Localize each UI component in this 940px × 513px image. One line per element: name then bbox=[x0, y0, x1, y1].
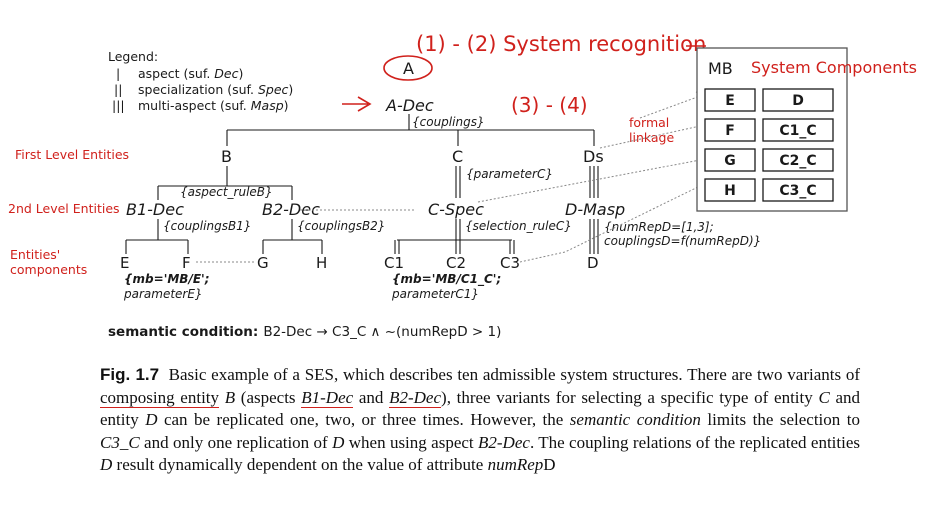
components-label-1: Entities' bbox=[10, 247, 60, 262]
legend-sym-aspect: | bbox=[116, 66, 120, 81]
second-level-label: 2nd Level Entities bbox=[8, 201, 120, 216]
node-h: H bbox=[316, 254, 327, 272]
c-selection-rule: {selection_ruleC} bbox=[465, 219, 572, 233]
mb-cell-c2c bbox=[762, 148, 834, 172]
legend-sym-spec: || bbox=[114, 82, 122, 97]
mb-cell-e bbox=[704, 88, 756, 112]
mb-cell-h-text: H bbox=[724, 183, 736, 199]
mb-cell-d bbox=[762, 88, 834, 112]
node-f: F bbox=[182, 254, 191, 272]
legend-sym-masp: ||| bbox=[112, 98, 125, 113]
d-couplings: couplingsD=f(numRepD)} bbox=[604, 234, 761, 248]
mb-cell-c3c-text: C3_C bbox=[779, 183, 816, 199]
b1-couplings: {couplingsB1} bbox=[163, 219, 251, 233]
node-d: D bbox=[587, 254, 599, 272]
mb-cell-g bbox=[704, 148, 756, 172]
legend-item-masp: multi-aspect (suf. Masp) bbox=[138, 98, 289, 113]
b-aspect-rule: {aspect_ruleB} bbox=[180, 185, 273, 199]
mb-cell-c1c-text: C1_C bbox=[779, 123, 816, 139]
mb-panel: MB System Components E D F C1_C G C2_C H… bbox=[696, 47, 917, 212]
node-ds: Ds bbox=[583, 147, 604, 166]
mb-cell-c2c-text: C2_C bbox=[779, 153, 816, 169]
mb-cell-h bbox=[704, 178, 756, 202]
legend: Legend: | aspect (suf. Dec) || specializ… bbox=[108, 49, 293, 113]
mb-cell-g-text: G bbox=[724, 153, 736, 169]
mb-cell-f bbox=[704, 118, 756, 142]
figure-number: Fig. 1.7 bbox=[100, 365, 160, 384]
steps-3-4-label: (3) - (4) bbox=[511, 93, 588, 117]
node-d-masp: D-Masp bbox=[565, 200, 625, 219]
system-recognition-label: (1) - (2) System recognition bbox=[416, 32, 706, 56]
e-parameter: parameterE} bbox=[123, 287, 203, 301]
first-level-label: First Level Entities bbox=[15, 147, 129, 162]
d-numrep: {numRepD=[1,3]; bbox=[604, 220, 714, 234]
formal-linkages bbox=[196, 91, 706, 263]
node-c-spec: C-Spec bbox=[428, 200, 484, 219]
node-c: C bbox=[452, 147, 463, 166]
c-parameter: {parameterC} bbox=[466, 167, 553, 181]
node-a-dec: A-Dec bbox=[385, 96, 434, 115]
a-dec-couplings: {couplings} bbox=[412, 115, 485, 129]
node-b1-dec: B1-Dec bbox=[126, 200, 184, 219]
legend-item-spec: specialization (suf. Spec) bbox=[138, 82, 293, 97]
node-g: G bbox=[257, 254, 269, 272]
figure-caption: Fig. 1.7 Basic example of a SES, which d… bbox=[100, 365, 861, 475]
b2-couplings: {couplingsB2} bbox=[297, 219, 385, 233]
mb-cell-e-text: E bbox=[725, 93, 735, 109]
mb-cell-c3c bbox=[762, 178, 834, 202]
mb-cell-f-text: F bbox=[725, 123, 735, 139]
node-c2: C2 bbox=[446, 254, 466, 272]
legend-title: Legend: bbox=[108, 49, 158, 64]
mb-label: MB bbox=[708, 59, 733, 78]
semantic-condition: semantic condition:B2-Dec → C3_C ∧ ~(num… bbox=[108, 324, 501, 340]
formal-linkage-label-1: formal bbox=[629, 115, 669, 130]
root-circle bbox=[383, 55, 433, 81]
mb-system-components: System Components bbox=[751, 58, 917, 77]
e-mb: {mb='MB/E'; bbox=[124, 272, 210, 286]
mb-cell-d-text: D bbox=[792, 93, 804, 109]
node-b2-dec: B2-Dec bbox=[262, 200, 320, 219]
components-label-2: components bbox=[10, 262, 87, 277]
ses-tree: A A-Dec {couplings} B C Ds {aspect_ruleB… bbox=[120, 59, 761, 301]
mb-cell-c1c bbox=[762, 118, 834, 142]
node-c1: C1 bbox=[384, 254, 404, 272]
legend-item-aspect: aspect (suf. Dec) bbox=[138, 66, 243, 81]
a-dec-arrow-icon bbox=[342, 96, 372, 112]
c1-mb: {mb='MB/C1_C'; bbox=[392, 272, 501, 287]
node-c3: C3 bbox=[500, 254, 520, 272]
node-b: B bbox=[221, 147, 232, 166]
c1-parameter: parameterC1} bbox=[391, 287, 479, 301]
node-e: E bbox=[120, 254, 129, 272]
node-a: A bbox=[403, 59, 414, 78]
formal-linkage-label-2: linkage bbox=[629, 130, 674, 145]
